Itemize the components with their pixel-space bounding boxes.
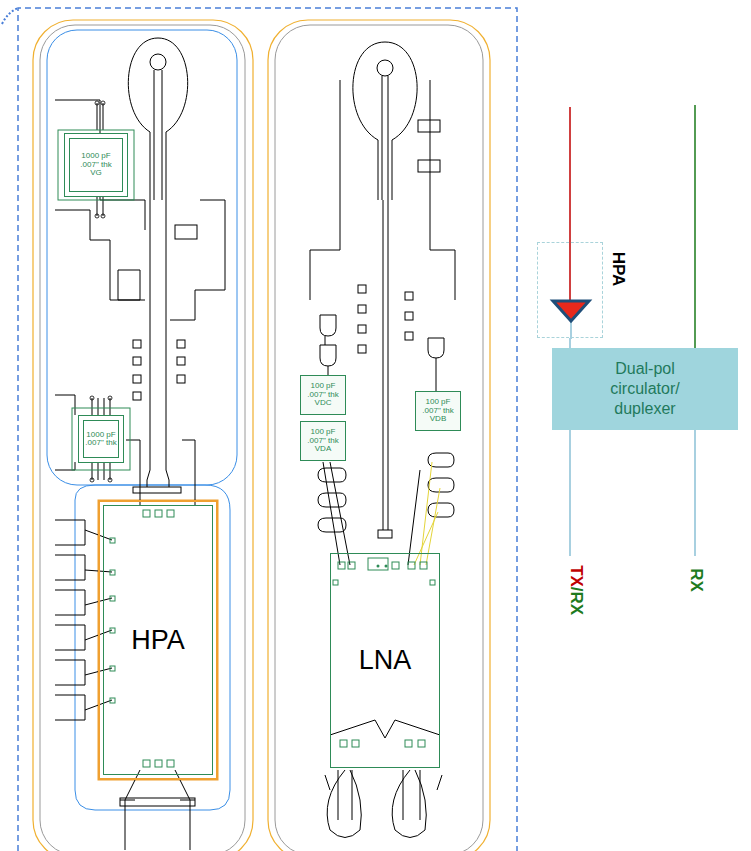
signal-connector	[569, 338, 571, 348]
port-label: /RX	[566, 587, 586, 615]
amplifier-triangle-shape	[553, 301, 589, 321]
amplifier-chip: LNA	[330, 553, 440, 768]
capacitor-label: 100 pF .007" thk VDC	[304, 382, 342, 407]
capacitor-label: 1000 pF .007" thk	[82, 431, 120, 448]
port-label: TX	[566, 565, 586, 587]
circulator-box: Dual-pol circulator/ duplexer	[552, 348, 738, 430]
capacitor-box: 100 pF .007" thk VDB	[415, 391, 461, 431]
capacitor-label: 100 pF .007" thk VDB	[419, 398, 457, 423]
amplifier-symbol: HPA	[537, 242, 603, 338]
signal-line	[570, 321, 572, 339]
capacitor-box: 1000 pF .007" thk	[78, 415, 124, 463]
amplifier-chip: HPA	[103, 505, 213, 775]
amplifier-label: HPA	[608, 252, 628, 287]
amplifier-triangle	[538, 243, 604, 339]
chip-label: LNA	[359, 645, 412, 676]
capacitor-label: 100 pF .007" thk VDA	[304, 428, 342, 453]
capacitor-label: 1000 pF .007" thk VG	[77, 152, 115, 177]
chip-label: HPA	[131, 625, 185, 656]
capacitor-box: 100 pF .007" thk VDC	[300, 375, 346, 415]
capacitor-box: 1000 pF .007" thk VG	[64, 133, 128, 197]
capacitor-box: 100 pF .007" thk VDA	[300, 421, 346, 461]
box-label: Dual-pol circulator/ duplexer	[595, 359, 695, 419]
port-label: RX	[686, 568, 706, 592]
